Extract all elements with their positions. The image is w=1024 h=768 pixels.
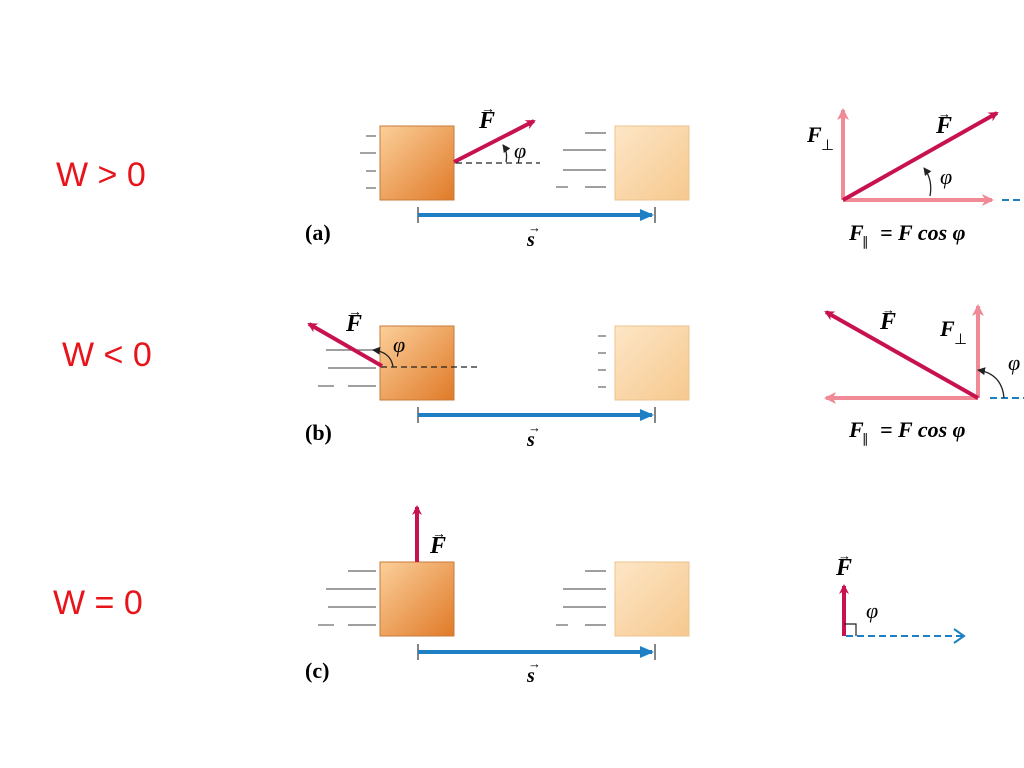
vector-arrow-glyph: →: [481, 102, 495, 117]
svg-text:→: →: [528, 420, 541, 435]
equation-a: = F cos φ: [880, 220, 966, 245]
parallel-label-a: F: [848, 220, 864, 245]
block-end-b: [614, 325, 690, 401]
vector-arrow-glyphs: → → → → → →: [528, 106, 951, 671]
force-label-b-components: F: [879, 309, 896, 335]
panel-label-b: (b): [305, 420, 332, 445]
force-label-c: F: [429, 533, 446, 559]
motion-lines-b2: [598, 335, 606, 388]
parallel-label-b: F: [848, 417, 864, 442]
svg-text:→: →: [838, 548, 851, 563]
angle-label-c-components: φ: [866, 598, 878, 623]
perp-sub-a: ⊥: [821, 138, 834, 154]
motion-lines-c1: [318, 570, 376, 626]
motion-lines-a1: [360, 135, 376, 189]
block-end-a: [614, 125, 690, 201]
row-b: F → φ s (b) φ F F ⊥ F ∥ = F cos φ: [305, 304, 1024, 451]
svg-text:→: →: [528, 220, 541, 235]
parallel-sub-b: ∥: [862, 431, 869, 446]
perp-label-a: F: [806, 122, 822, 147]
row-c: F → s (c) φ F: [305, 505, 966, 687]
displacement-label-a: s: [526, 229, 535, 251]
force-vector-a-components: [842, 111, 999, 202]
right-angle-mark: [844, 623, 857, 636]
work-label-positive: W > 0: [56, 156, 146, 194]
work-label-zero: W = 0: [53, 584, 143, 622]
svg-text:→: →: [348, 305, 362, 320]
parallel-sub-a: ∥: [862, 234, 869, 249]
force-vector-b-components: [824, 310, 979, 400]
displacement-label-c: s: [526, 665, 535, 687]
motion-lines-c2: [556, 570, 606, 626]
work-label-negative: W < 0: [62, 336, 152, 374]
angle-label-a: φ: [514, 138, 526, 163]
force-vector-a: [453, 119, 536, 164]
force-label-c-components: F: [835, 555, 852, 581]
block-start-c: [379, 561, 455, 637]
block-start-a: [379, 125, 455, 201]
force-vector-b: [307, 322, 383, 368]
angle-label-b-components: φ: [1008, 350, 1020, 375]
motion-lines-a2: [556, 132, 606, 188]
svg-text:→: →: [528, 656, 541, 671]
force-label-b: F: [345, 311, 362, 337]
angle-arc-b: [372, 346, 394, 368]
row-a: F → φ s (a) φ F F ⊥ F ∥ = F cos φ: [305, 102, 1024, 251]
perp-sub-b: ⊥: [954, 332, 967, 348]
angle-arc-a: [502, 144, 511, 163]
angle-label-a-components: φ: [940, 164, 952, 189]
block-end-c: [614, 561, 690, 637]
block-start-b: [379, 325, 455, 401]
svg-text:→: →: [938, 106, 951, 121]
displacement-label-b: s: [526, 429, 535, 451]
perp-label-b: F: [939, 316, 955, 341]
svg-text:→: →: [882, 302, 895, 317]
svg-text:→: →: [432, 527, 446, 542]
force-label-a-components: F: [935, 113, 952, 139]
equation-b: = F cos φ: [880, 417, 966, 442]
panel-label-a: (a): [305, 220, 331, 245]
angle-label-b: φ: [393, 332, 405, 357]
panel-label-c: (c): [305, 658, 329, 683]
force-label-a: F: [478, 108, 495, 134]
